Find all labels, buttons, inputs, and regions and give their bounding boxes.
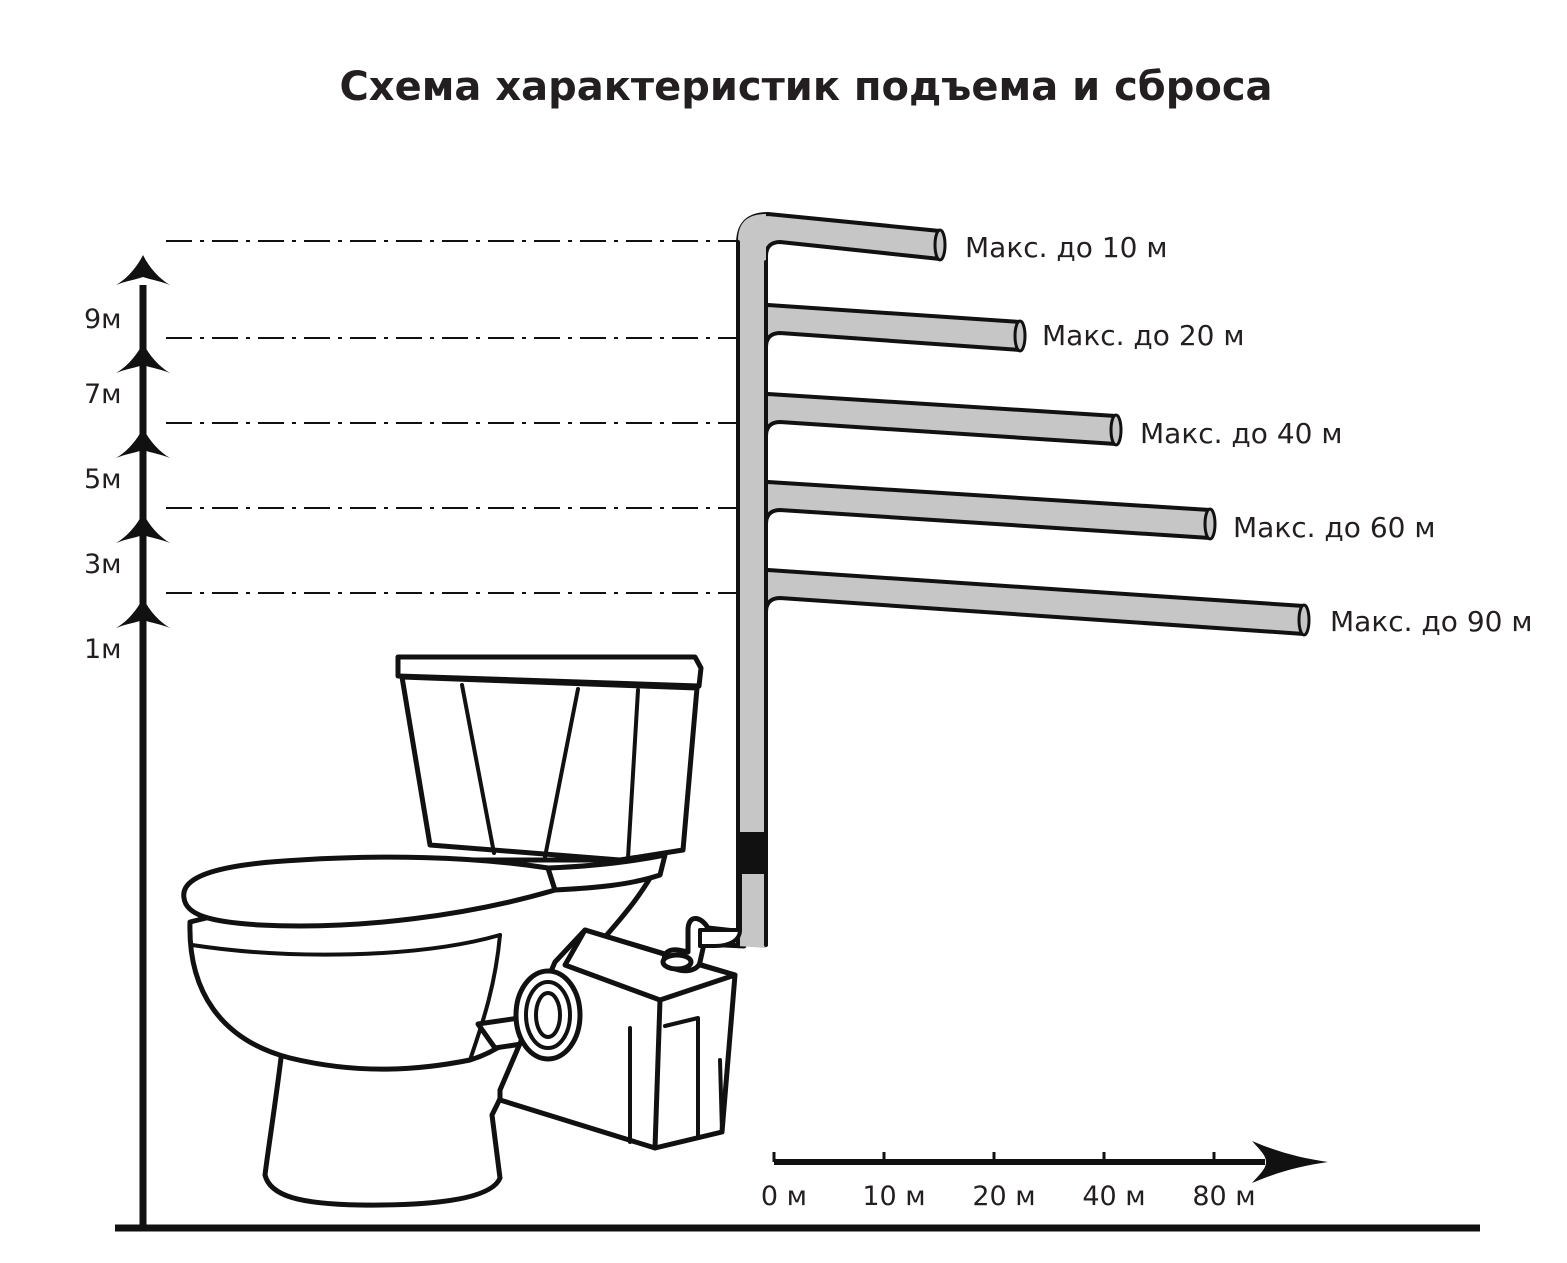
pipe-max-length-label: Макс. до 90 м <box>1330 605 1532 638</box>
distance-label: 10 м <box>862 1181 925 1212</box>
height-reference-lines <box>166 240 738 594</box>
height-label: 7м <box>84 379 122 410</box>
pipe-max-length-label: Макс. до 20 м <box>1042 319 1244 352</box>
distance-label: 20 м <box>972 1181 1035 1212</box>
height-arrowhead <box>116 255 170 285</box>
distance-arrowhead <box>1252 1141 1328 1183</box>
height-arrowhead <box>116 343 170 373</box>
distance-label: 40 м <box>1082 1181 1145 1212</box>
pipe-max-length-label: Макс. до 10 м <box>965 231 1167 264</box>
pipe-run <box>736 568 1311 637</box>
height-label: 1м <box>84 634 122 665</box>
diagram-title: Схема характеристик подъема и сброса <box>339 64 1272 110</box>
toilet-icon <box>181 654 704 1208</box>
riser-pipe <box>698 214 768 948</box>
height-label: 9м <box>84 304 122 335</box>
pipe-max-length-label: Макс. до 60 м <box>1233 511 1435 544</box>
pipe-max-length-label: Макс. до 40 м <box>1140 417 1342 450</box>
distance-label: 0 м <box>761 1181 807 1212</box>
distance-axis: 0 м 10 м 20 м 40 м 80 м <box>761 1141 1328 1212</box>
height-axis: 1м 3м 5м 7м 9м <box>84 255 170 1226</box>
height-label: 5м <box>84 464 122 495</box>
height-arrowhead <box>116 513 170 543</box>
pipe-run <box>736 212 947 264</box>
pipe-run <box>736 480 1217 541</box>
pipe-run <box>736 392 1123 447</box>
height-arrowhead <box>116 598 170 628</box>
discharge-pipes: Макс. до 10 м Макс. до 20 м Макс. до 40 м М… <box>736 212 1532 638</box>
distance-label: 80 м <box>1192 1181 1255 1212</box>
height-label: 3м <box>84 549 122 580</box>
height-arrowhead <box>116 428 170 458</box>
riser-coupling <box>738 832 766 874</box>
macerator-pump-icon <box>497 916 747 1151</box>
pipe-run <box>736 303 1027 355</box>
